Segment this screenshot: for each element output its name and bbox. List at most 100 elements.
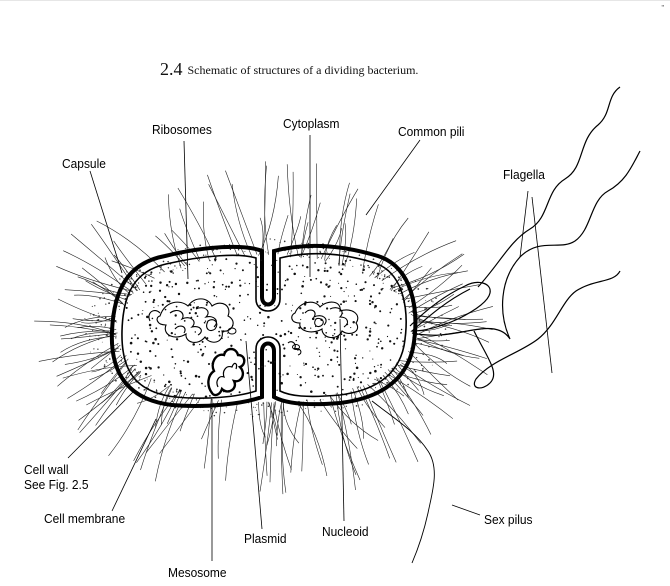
ribosome-dot <box>340 303 342 305</box>
capsule-dot <box>407 384 409 386</box>
ribosome-dot <box>370 328 372 330</box>
ribosome-dot <box>175 314 177 316</box>
capsule-dot <box>180 393 181 394</box>
capsule-dot <box>379 278 381 280</box>
ribosome-dot <box>171 356 173 358</box>
capsule-dot <box>138 387 140 389</box>
ribosome-dot <box>356 367 359 370</box>
capsule-dot <box>153 379 155 381</box>
capsule-dot <box>327 252 328 253</box>
ribosome-dot <box>296 265 298 267</box>
capsule-dot <box>136 372 137 373</box>
capsule-dot <box>261 404 263 406</box>
capsule-dot <box>338 263 339 264</box>
capsule-dot <box>95 335 96 336</box>
capsule-dot <box>126 290 127 291</box>
ribosome-dot <box>213 286 215 288</box>
capsule-dot <box>265 251 266 252</box>
capsule-dot <box>355 393 356 394</box>
pilus-hair <box>65 349 116 365</box>
capsule-dot <box>115 380 117 382</box>
capsule-dot <box>179 264 181 266</box>
ribosome-dot <box>345 300 347 302</box>
ribosome-dot <box>406 382 408 384</box>
ribosome-dot <box>219 335 221 337</box>
pilus-hair <box>207 175 237 256</box>
capsule-dot <box>403 386 404 387</box>
capsule-dot <box>144 389 146 391</box>
ribosome-dot <box>328 319 329 320</box>
ribosome-dot <box>170 384 172 386</box>
ribosome-dot <box>291 310 292 311</box>
ribosome-dot <box>181 375 183 377</box>
sex-pilus <box>372 401 434 563</box>
ribosome-dot <box>244 319 246 321</box>
capsule-dot <box>176 389 178 391</box>
capsule-dot <box>441 315 442 316</box>
pilus-hair <box>342 223 346 265</box>
capsule-dot <box>401 295 402 296</box>
ribosome-dot <box>378 338 380 340</box>
capsule-dot <box>306 399 308 401</box>
ribosome-dot <box>182 270 183 271</box>
capsule-dot <box>267 252 268 253</box>
capsule-dot <box>319 251 320 252</box>
ribosome-dot <box>325 394 326 395</box>
label-flagella: Flagella <box>503 167 545 182</box>
capsule-dot <box>289 253 290 254</box>
ribosome-dot <box>205 395 208 398</box>
capsule-dot <box>138 282 139 283</box>
capsule-dot <box>376 276 377 277</box>
ribosome-dot <box>332 335 334 337</box>
pilus-hair <box>136 389 180 463</box>
ribosome-dot <box>252 385 254 387</box>
ribosome-dot <box>169 281 171 283</box>
capsule-dot <box>382 382 383 383</box>
ribosome-dot <box>354 357 356 359</box>
ribosome-dot <box>401 379 402 380</box>
capsule-dot <box>185 392 186 393</box>
capsule-dot <box>89 325 90 326</box>
ribosome-dot <box>286 278 288 280</box>
capsule-dot <box>176 268 177 269</box>
ribosome-dot <box>130 351 132 353</box>
capsule-dot <box>419 319 420 320</box>
ribosome-dot <box>153 307 154 308</box>
ribosome-dot <box>202 341 204 343</box>
label-common-pili: Common pili <box>398 124 464 139</box>
ribosome-dot <box>373 284 375 286</box>
ribosome-dot <box>337 361 338 362</box>
capsule-dot <box>98 315 100 317</box>
capsule-dot <box>425 300 426 301</box>
capsule-dot <box>424 326 426 328</box>
capsule-dot <box>287 410 288 411</box>
ribosome-dot <box>174 367 175 368</box>
ribosome-dot <box>228 286 230 288</box>
capsule-dot <box>395 291 396 292</box>
leader-ribosomes <box>184 141 188 279</box>
capsule-dot <box>134 369 136 371</box>
capsule-dot <box>419 282 420 283</box>
ribosome-dot <box>330 296 331 297</box>
ribosome-dot <box>387 325 389 327</box>
ribosome-dot <box>324 268 325 269</box>
ribosome-dot <box>143 291 145 293</box>
label-cell-wall: Cell wall <box>24 462 69 477</box>
ribosome-dot <box>327 286 329 288</box>
ribosome-dot <box>189 312 191 314</box>
ribosome-dot <box>404 337 406 339</box>
ribosome-dot <box>255 272 256 273</box>
ribosome-dot <box>284 396 285 397</box>
capsule-dot <box>349 260 351 262</box>
ribosome-dot <box>162 396 163 397</box>
ribosome-dot <box>257 325 258 326</box>
ribosome-dot <box>400 332 402 334</box>
capsule-dot <box>428 346 429 347</box>
ribosome-dot <box>314 369 316 371</box>
capsule-dot <box>432 301 433 302</box>
capsule-dot <box>160 269 161 270</box>
capsule-dot <box>203 410 204 411</box>
capsule-dot <box>95 322 97 324</box>
capsule-dot <box>121 384 122 385</box>
